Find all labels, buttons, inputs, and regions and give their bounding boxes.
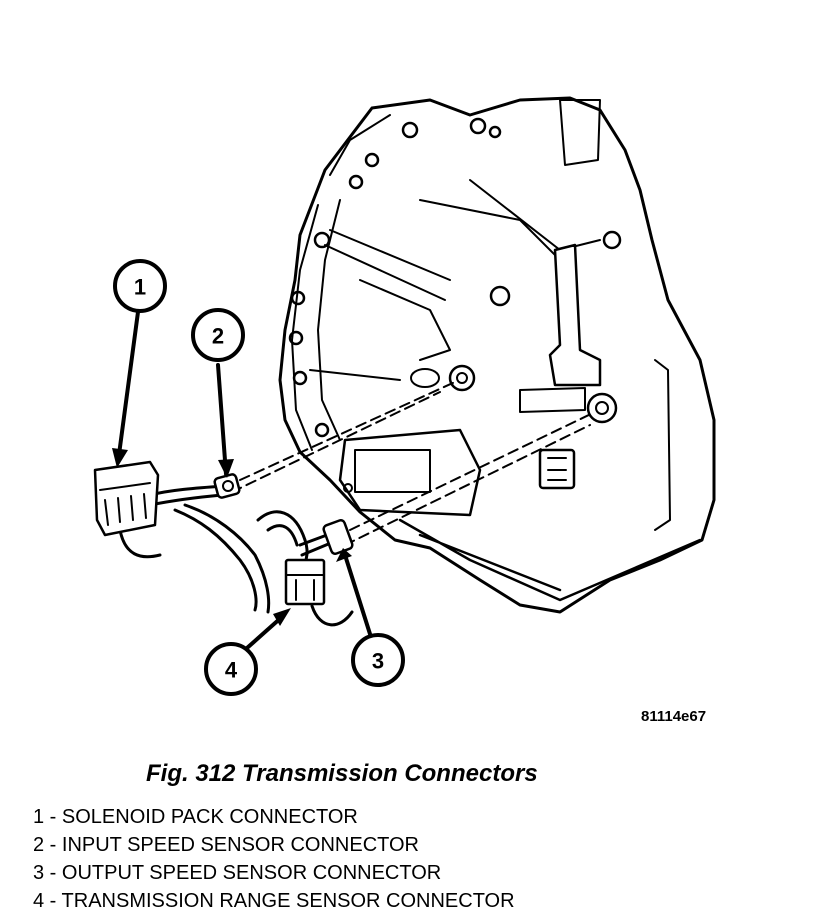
legend-item: 1 - SOLENOID PACK CONNECTOR [33,806,358,828]
callout-circle-4 [204,642,258,696]
arrowheads [112,448,352,626]
transmission-illustration: 1 2 3 4 [93,96,716,696]
legend-item: 2 - INPUT SPEED SENSOR CONNECTOR [33,834,419,856]
bolt-holes [288,117,622,438]
oil-pan [398,518,702,602]
callout-number-2: 2 [212,324,224,349]
range-sensor-connector [284,558,326,606]
callout-circle-3 [351,633,405,687]
shift-bracket [548,243,602,387]
callout-number-3: 3 [372,649,384,674]
output-sensor-connector [322,519,354,555]
leader-lines [116,310,372,650]
callout-circle-1 [113,259,167,313]
sensor-dashed-lines [231,381,596,546]
range-sensor-socket [538,448,576,490]
callout-number-1: 1 [134,275,146,300]
callout-number-4: 4 [225,658,238,683]
legend-list: 1 - SOLENOID PACK CONNECTOR 2 - INPUT SP… [33,803,515,915]
legend-item: 4 - TRANSMISSION RANGE SENSOR CONNECTOR [33,890,515,912]
solenoid-pack-connector [93,460,160,537]
input-sensor-port [448,364,476,392]
legend-item: 3 - OUTPUT SPEED SENSOR CONNECTOR [33,862,442,884]
figure-reference-code: 81114e67 [641,708,707,725]
input-sensor-connector [213,473,241,499]
callout-circle-2 [191,308,245,362]
figure-title: Fig. 312 Transmission Connectors [146,760,538,787]
output-sensor-port [586,392,618,424]
valve-body [338,428,482,517]
